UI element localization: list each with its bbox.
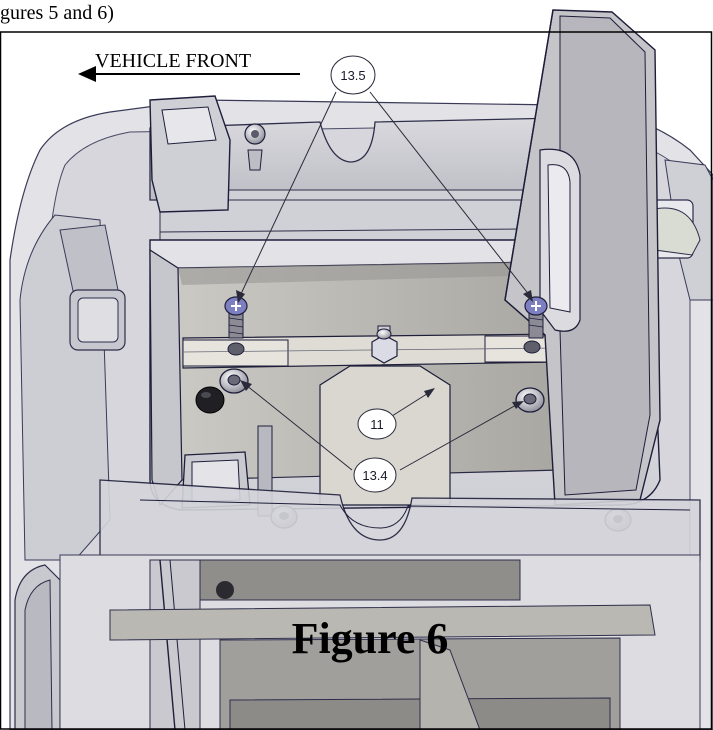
figure-frame xyxy=(0,31,713,730)
callout-13-5: 13.5 xyxy=(330,55,376,95)
leader-13-4-right xyxy=(399,403,519,471)
leader-13-5-right xyxy=(369,91,531,297)
leader-arrowheads xyxy=(236,290,533,409)
header-text-fragment: gures 5 and 6) xyxy=(0,2,114,24)
vertical-panel xyxy=(504,9,661,506)
leader-13-4-left xyxy=(245,384,353,471)
callout-13-4: 13.4 xyxy=(353,457,397,493)
direction-arrow-head xyxy=(78,66,96,82)
washer-13-4-right xyxy=(515,387,545,413)
leader-lines xyxy=(239,91,531,471)
callout-11: 11 xyxy=(357,408,397,440)
leader-11 xyxy=(391,391,431,417)
callout-label-13-5: 13.5 xyxy=(340,68,365,83)
screw-13-5-left xyxy=(224,296,248,339)
fasteners xyxy=(195,296,632,532)
front-rim xyxy=(99,479,701,561)
vehicle-front-indicator: VEHICLE FRONT xyxy=(78,50,300,82)
figure-caption: Figure 6 xyxy=(292,614,449,663)
leader-13-5-left xyxy=(239,91,337,297)
center-nut xyxy=(371,325,398,364)
callout-label-11: 11 xyxy=(370,417,384,432)
rubber-grommet xyxy=(195,386,225,414)
lower-rail xyxy=(109,604,656,641)
screw-13-5-right xyxy=(524,296,548,339)
callout-label-13-4: 13.4 xyxy=(362,468,387,483)
vehicle-front-label: VEHICLE FRONT xyxy=(95,50,251,72)
washer-13-4-left xyxy=(219,368,249,394)
lower-structure xyxy=(59,554,701,730)
